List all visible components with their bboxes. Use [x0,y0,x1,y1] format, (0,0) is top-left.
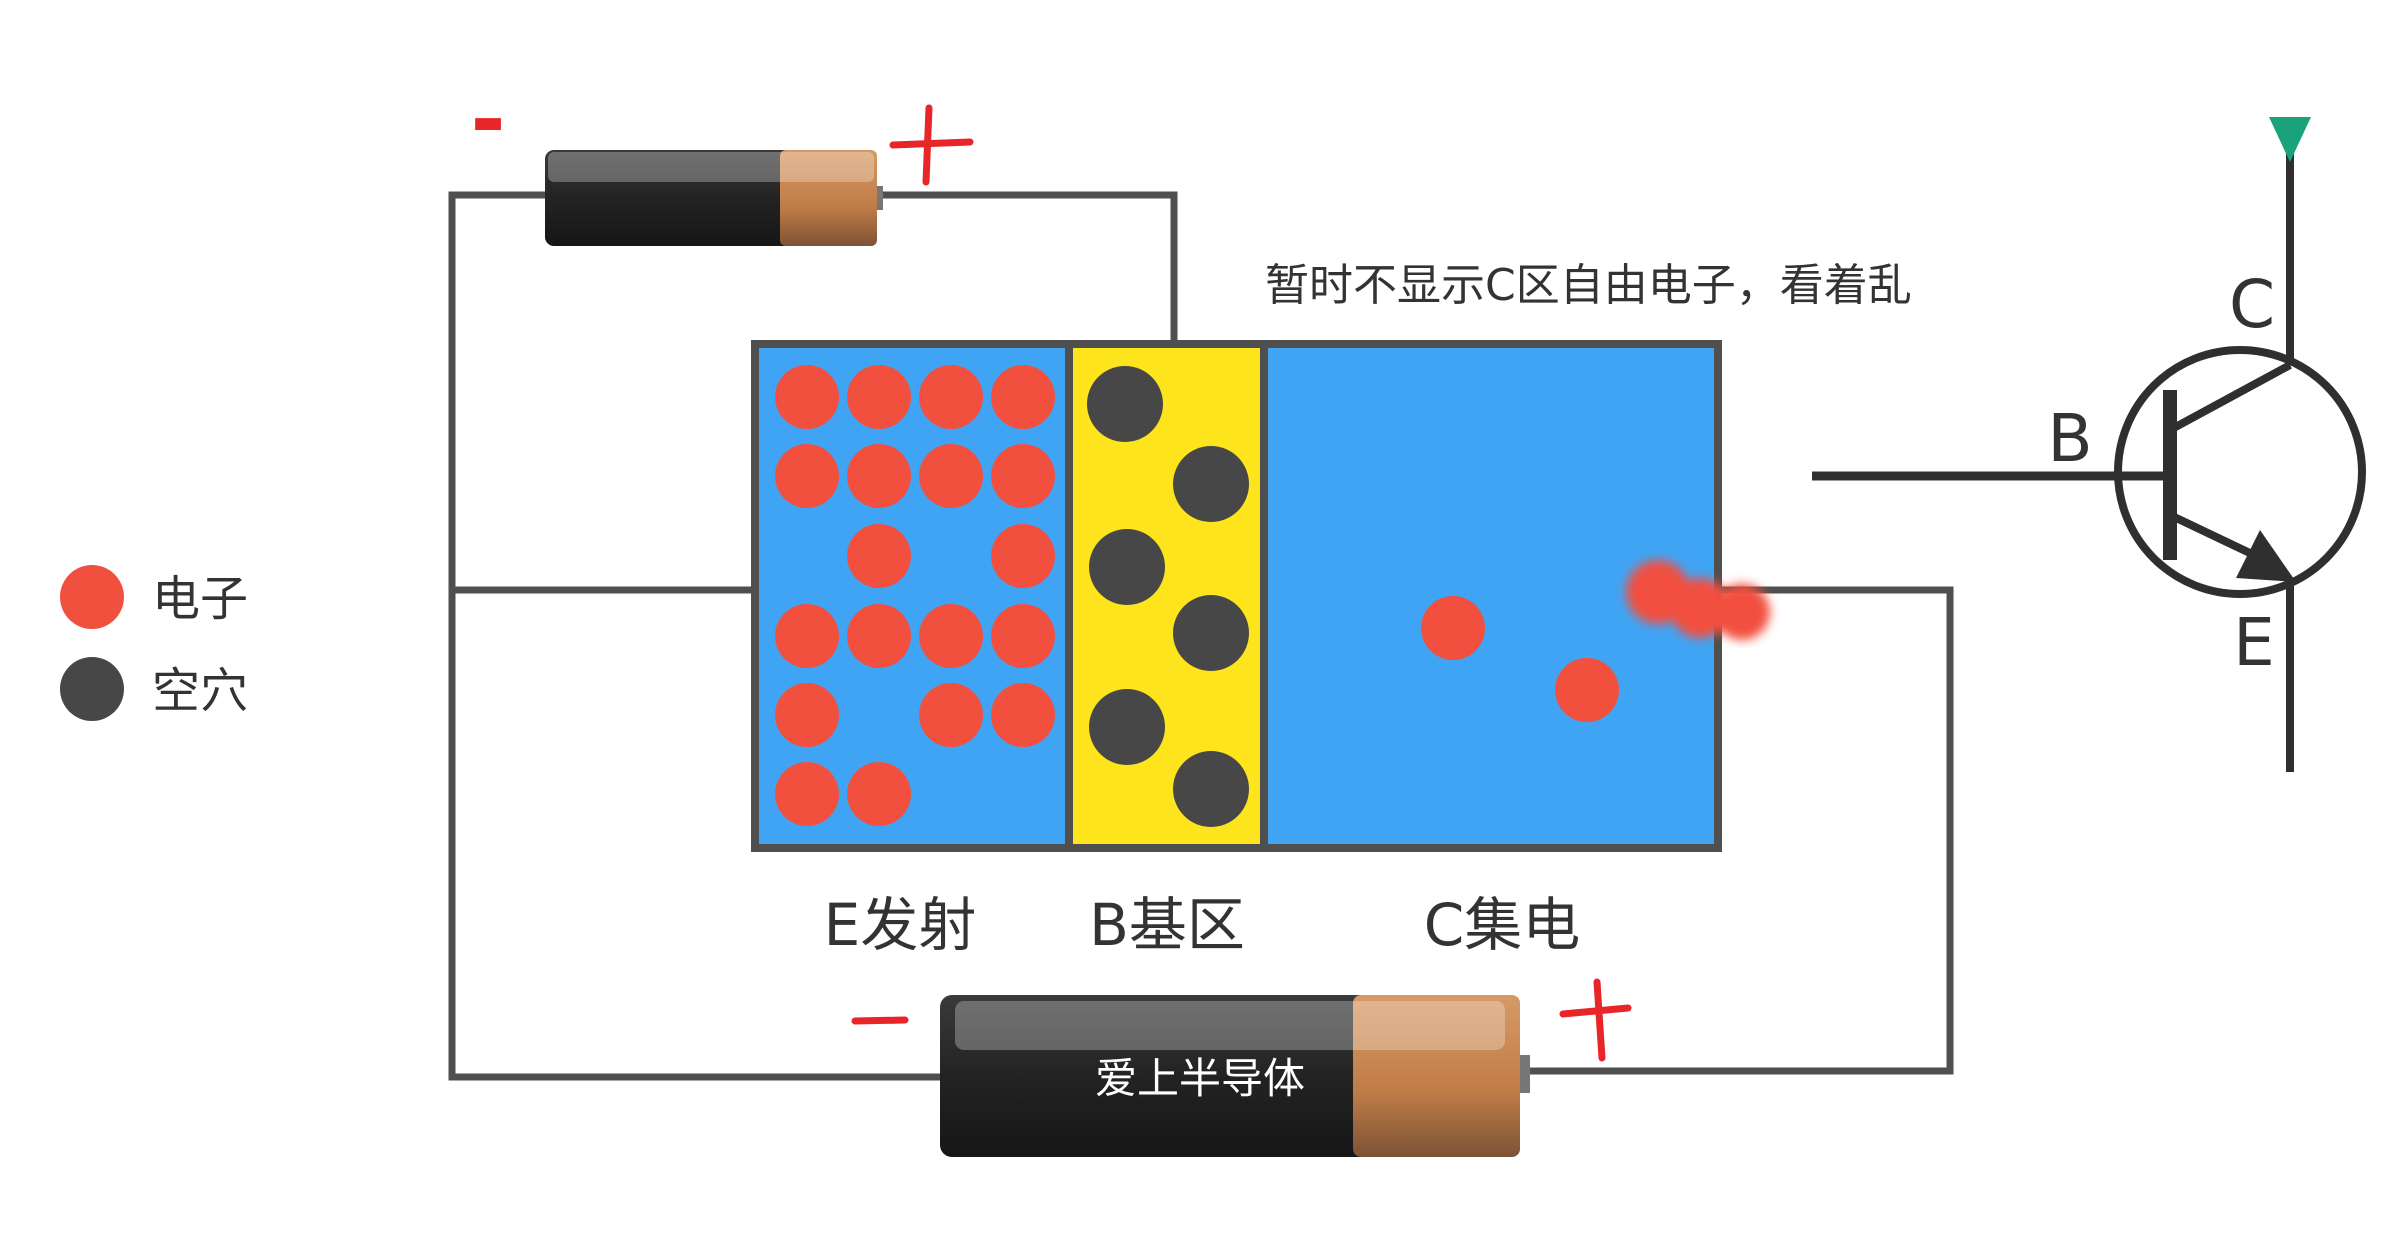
collector-label: C集电 [1424,891,1581,959]
current-direction-arrow-icon [2269,117,2311,162]
hole [1089,529,1165,605]
electron [775,365,839,429]
legend-electron-swatch [60,565,124,629]
electron [919,604,983,668]
legend-hole-swatch [60,657,124,721]
electron [847,444,911,508]
hole [1173,446,1249,522]
electron [847,762,911,826]
circuit-wires [448,191,1954,1081]
collector-connection-wire [1520,586,1954,1075]
battery-top-negative: - [471,70,506,168]
battery-bottom-positive-mark [1559,978,1632,1062]
hole [1173,595,1249,671]
emitter-electrons [775,365,1055,826]
electron [1555,658,1619,722]
electron [919,444,983,508]
symbol-label-c: C [2229,266,2275,343]
battery-top [545,150,883,246]
battery-bottom-negative-mark [851,1016,909,1025]
electron [847,524,911,588]
base-holes [1087,366,1249,827]
battery-bottom [940,995,1530,1157]
hole [1087,366,1163,442]
collector-electrons [1421,560,1770,722]
top-positive-wire [878,191,1178,343]
base-label: B基区 [1089,891,1245,959]
legend-electron-label: 电子 [152,571,248,627]
battery-bottom-label: 爱上半导体 [1095,1054,1305,1103]
electron [847,365,911,429]
electron [991,604,1055,668]
electron [991,444,1055,508]
electron [775,604,839,668]
hole [1089,689,1165,765]
hole [1173,751,1249,827]
legend: 电子 空穴 [60,565,248,721]
electron [919,365,983,429]
electron [775,444,839,508]
electron [919,683,983,747]
electron [775,683,839,747]
symbol-label-b: B [2047,400,2092,477]
battery-top-positive-mark [889,104,974,186]
semiconductor-block [751,340,1722,852]
electron [1421,596,1485,660]
electron [991,524,1055,588]
electron-moving [1670,578,1730,638]
emitter-arrow-icon [2236,530,2296,582]
electron [991,683,1055,747]
electron-moving [1714,584,1770,640]
collector-diagonal [2168,361,2292,434]
emitter-label: E发射 [824,891,977,959]
electron [847,604,911,668]
electron [991,365,1055,429]
note-text: 暂时不显示C区自由电子，看着乱 [1265,260,1912,311]
symbol-label-e: E [2233,604,2275,681]
legend-hole-label: 空穴 [152,663,248,719]
electron [775,762,839,826]
top-loop-wire [448,191,940,1081]
